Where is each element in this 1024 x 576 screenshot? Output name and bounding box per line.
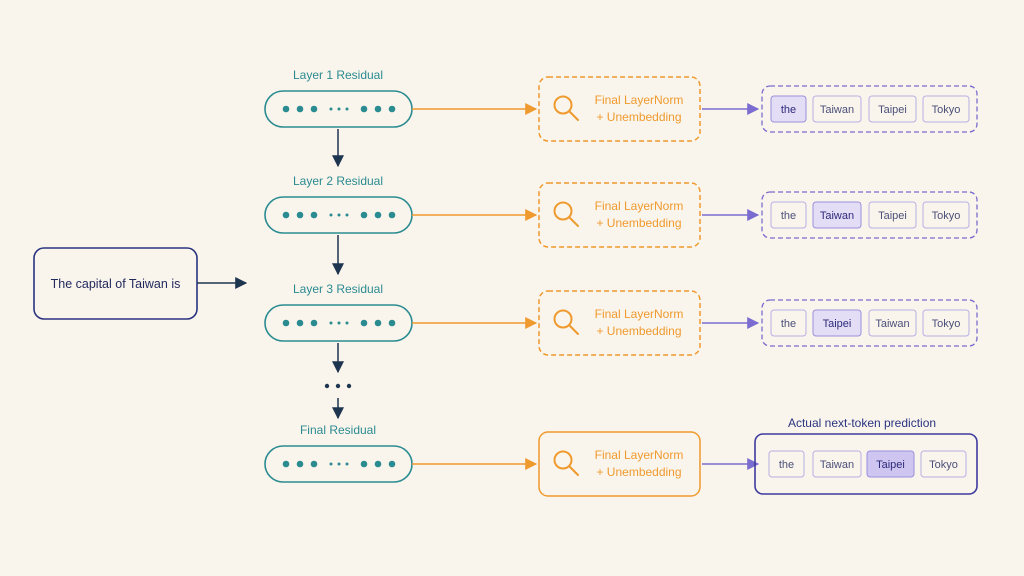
- magnifier-icon: [553, 95, 579, 121]
- lens-subtitle: + Unembedding: [596, 324, 681, 338]
- token-label: Taiwan: [820, 104, 854, 116]
- token-group: [761, 85, 978, 133]
- token-chip: [868, 95, 917, 123]
- input-prompt-text: The capital of Taiwan is: [51, 277, 181, 291]
- token-chip: [812, 309, 862, 337]
- token-label: the: [781, 318, 796, 330]
- magnifier-icon: [553, 309, 579, 335]
- token-chip: [770, 95, 807, 123]
- token-label: Tokyo: [929, 459, 958, 471]
- lens-subtitle: + Unembedding: [596, 216, 681, 230]
- lens-subtitle: + Unembedding: [596, 465, 681, 479]
- token-label: Taipei: [876, 459, 905, 471]
- lens-subtitle: + Unembedding: [596, 110, 681, 124]
- lens-box: [538, 182, 701, 248]
- token-group: [761, 299, 978, 347]
- token-chip: [922, 201, 970, 229]
- token-label: Taipei: [878, 210, 907, 222]
- token-group: [754, 433, 978, 495]
- token-chip: [868, 201, 917, 229]
- token-chip: [770, 309, 807, 337]
- lens-box: [538, 76, 701, 142]
- token-chip: [866, 450, 915, 478]
- residual-dots: [282, 211, 396, 219]
- magnifier-icon: [553, 201, 579, 227]
- token-chip: [812, 95, 862, 123]
- token-chip: [768, 450, 805, 478]
- lens-title: Final LayerNorm: [595, 448, 684, 462]
- magnifier-icon: [553, 450, 579, 476]
- input-prompt: The capital of Taiwan is: [33, 247, 198, 320]
- residual-label: Layer 3 Residual: [293, 282, 383, 296]
- residual-dots: [282, 319, 396, 327]
- token-chip: [812, 201, 862, 229]
- token-label: Taipei: [878, 104, 907, 116]
- token-label: Taiwan: [820, 210, 854, 222]
- token-label: Tokyo: [932, 210, 961, 222]
- token-label: Taipei: [823, 318, 852, 330]
- token-label: Tokyo: [932, 318, 961, 330]
- ellipsis-icon: [324, 383, 352, 389]
- prediction-label: Actual next-token prediction: [788, 416, 936, 430]
- token-group: [761, 191, 978, 239]
- lens-box: [538, 431, 701, 497]
- token-chip: [922, 309, 970, 337]
- lens-title: Final LayerNorm: [595, 93, 684, 107]
- token-chip: [770, 201, 807, 229]
- token-label: Taiwan: [820, 459, 854, 471]
- lens-title: Final LayerNorm: [595, 307, 684, 321]
- lens-box: [538, 290, 701, 356]
- token-label: the: [781, 210, 796, 222]
- token-chip: [812, 450, 862, 478]
- token-label: Tokyo: [932, 104, 961, 116]
- token-chip: [920, 450, 967, 478]
- residual-dots: [282, 105, 396, 113]
- residual-label: Final Residual: [300, 423, 376, 437]
- token-chip: [922, 95, 970, 123]
- token-label: the: [781, 104, 796, 116]
- residual-label: Layer 1 Residual: [293, 68, 383, 82]
- residual-dots: [282, 460, 396, 468]
- token-chip: [868, 309, 917, 337]
- residual-label: Layer 2 Residual: [293, 174, 383, 188]
- token-label: Taiwan: [875, 318, 909, 330]
- token-label: the: [779, 459, 794, 471]
- lens-title: Final LayerNorm: [595, 199, 684, 213]
